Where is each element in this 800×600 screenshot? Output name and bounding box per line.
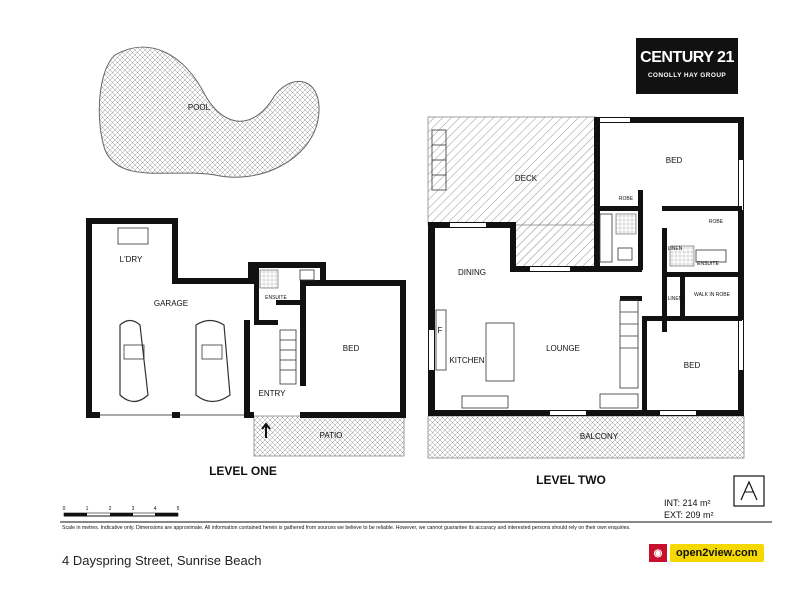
century21-logo: CENTURY 21 CONOLLY HAY GROUP <box>636 38 738 94</box>
brand-name: CENTURY 21 <box>640 49 734 66</box>
entry-arrow-icon <box>261 422 271 438</box>
kitchen-island <box>485 322 515 382</box>
patio-label: PATIO <box>320 431 343 440</box>
dining-label: DINING <box>458 268 486 277</box>
linen-1-label: LINEN <box>668 246 683 252</box>
lounge-label: LOUNGE <box>546 344 580 353</box>
pool-label: POOL <box>188 103 211 112</box>
robe-1-label: ROBE <box>619 196 634 202</box>
property-address: 4 Dayspring Street, Sunrise Beach <box>62 553 262 568</box>
level-two-plan: DECK BED ROBE ROBE DINING ENSUITE LINEN … <box>427 116 765 507</box>
open2view-wordmark: open2view.com <box>670 544 764 562</box>
scale-bar: 0 1 2 3 4 5 <box>63 506 180 517</box>
linen-2-label: LINEN <box>668 296 683 302</box>
bed-bottom-label: BED <box>684 361 701 370</box>
car-right-icon <box>195 319 231 403</box>
disclaimer-text: Scale in metres. Indicative only. Dimens… <box>62 525 631 531</box>
robe-2-label: ROBE <box>709 219 724 225</box>
ensuite-label-level-one: ENSUITE <box>265 295 287 301</box>
open2view-mark-icon: ◉ <box>649 544 667 562</box>
scale-tick-3: 3 <box>132 506 135 512</box>
internal-area: INT: 214 m² <box>664 498 711 508</box>
scale-tick-0: 0 <box>63 506 66 512</box>
pool-shape <box>98 46 320 178</box>
ensuite-label-level-two: ENSUITE <box>697 261 719 267</box>
level-two-title: LEVEL TWO <box>536 473 606 487</box>
north-arrow-icon <box>733 475 765 507</box>
walk-in-robe-label: WALK IN ROBE <box>694 292 731 298</box>
scale-tick-1: 1 <box>86 506 89 512</box>
deck-label: DECK <box>515 174 538 183</box>
bed-top-label: BED <box>666 156 683 165</box>
garage-label: GARAGE <box>154 299 188 308</box>
brand-group: CONOLLY HAY GROUP <box>647 72 727 79</box>
entry-label: ENTRY <box>259 389 287 398</box>
level-one-plan: L'DRY GARAGE ENSUITE BED ENTRY PATIO LEV… <box>86 218 406 478</box>
area-summary: INT: 214 m² EXT: 209 m² <box>664 497 714 521</box>
scale-tick-5: 5 <box>177 506 180 512</box>
scale-tick-4: 4 <box>154 506 157 512</box>
car-left-icon <box>119 319 149 403</box>
open2view-logo: ◉ open2view.com <box>649 543 771 563</box>
external-area: EXT: 209 m² <box>664 510 714 520</box>
kitchen-label: KITCHEN <box>449 356 484 365</box>
bed-label-level-one: BED <box>343 344 360 353</box>
laundry-label: L'DRY <box>120 255 143 264</box>
balcony-label: BALCONY <box>580 432 619 441</box>
level-one-title: LEVEL ONE <box>209 464 277 478</box>
fridge-label: F <box>438 326 443 335</box>
scale-tick-2: 2 <box>109 506 112 512</box>
deck-area <box>427 116 597 226</box>
patio-area <box>253 415 405 457</box>
